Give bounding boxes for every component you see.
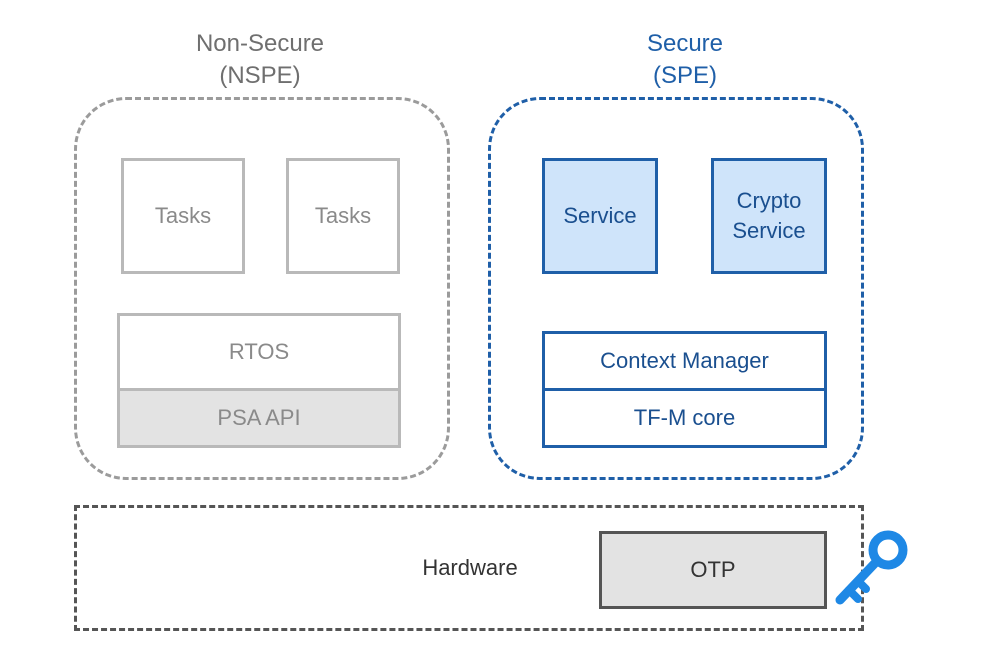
otp-box: OTP <box>599 531 827 609</box>
psa-api-label: PSA API <box>217 405 301 430</box>
rtos-box: RTOS <box>117 313 401 391</box>
context-manager-label: Context Manager <box>600 348 769 373</box>
hardware-label: Hardware <box>422 555 518 580</box>
crypto-service-label-line1: Crypto <box>736 188 802 213</box>
secure-title-line2: (SPE) <box>652 62 717 89</box>
service-box: Service <box>542 158 658 274</box>
tfm-core-box: TF-M core <box>542 388 827 448</box>
key-icon <box>830 528 912 610</box>
secure-region <box>488 97 864 480</box>
service-label: Service <box>563 203 637 228</box>
secure-title-line1: Secure <box>646 30 724 57</box>
nspe-tasks-box-1: Tasks <box>121 158 245 274</box>
context-manager-box: Context Manager <box>542 331 827 391</box>
non-secure-title: Non-Secure (NSPE) <box>170 28 350 92</box>
crypto-service-label-line2: Service <box>732 218 806 243</box>
otp-label: OTP <box>690 557 736 582</box>
tfm-core-label: TF-M core <box>633 405 736 430</box>
nspe-tasks-label-1: Tasks <box>154 203 212 228</box>
rtos-label: RTOS <box>228 339 290 364</box>
nspe-tasks-box-2: Tasks <box>286 158 400 274</box>
crypto-service-box: Crypto Service <box>711 158 827 274</box>
psa-api-box: PSA API <box>117 388 401 448</box>
key-icon-graphic <box>835 530 908 605</box>
non-secure-title-line1: Non-Secure <box>195 30 325 57</box>
non-secure-title-line2: (NSPE) <box>219 62 301 89</box>
hardware-region <box>74 505 864 631</box>
nspe-tasks-label-2: Tasks <box>314 203 372 228</box>
secure-title: Secure (SPE) <box>595 28 775 92</box>
non-secure-region <box>74 97 450 480</box>
